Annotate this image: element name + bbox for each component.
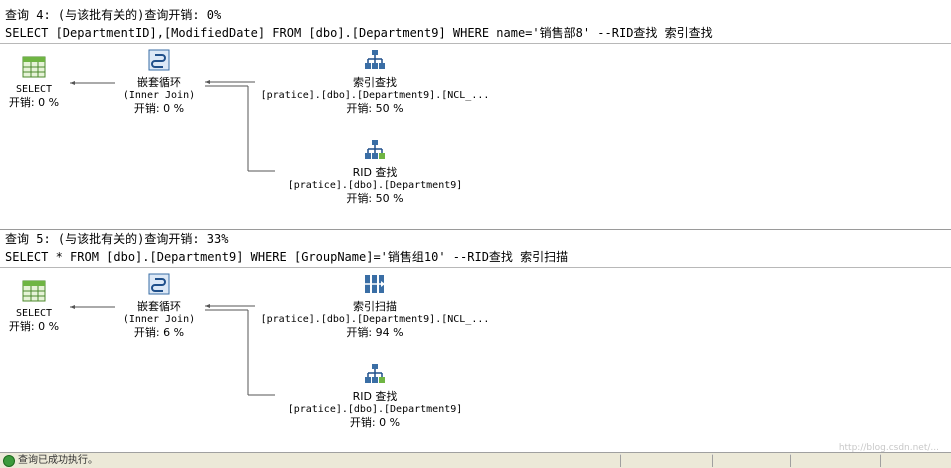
status-segment <box>790 454 791 467</box>
nested-loops-label: 嵌套循环 <box>113 300 205 313</box>
index-seek-object: [pratice].[dbo].[Department9].[NCL_... <box>255 89 495 102</box>
rid-lookup-label: RID 查找 <box>275 390 475 403</box>
nested-loops-subtitle: (Inner Join) <box>113 89 205 102</box>
query-4-sql: SELECT [DepartmentID],[ModifiedDate] FRO… <box>5 25 713 41</box>
status-segment <box>620 454 621 467</box>
query-5-plan-pane: 查询 5: (与该批有关的)查询开销: 33% SELECT * FROM [d… <box>0 229 951 452</box>
index-scan-object: [pratice].[dbo].[Department9].[NCL_... <box>255 313 495 326</box>
status-segment <box>712 454 713 467</box>
nested-loops-icon <box>147 272 171 296</box>
query-5-sql: SELECT * FROM [dbo].[Department9] WHERE … <box>5 249 568 265</box>
nested-loops-label: 嵌套循环 <box>113 76 205 89</box>
rid-lookup-label: RID 查找 <box>275 166 475 179</box>
rid-lookup-cost: 开销: 50 % <box>275 192 475 205</box>
select-table-icon <box>22 279 46 303</box>
status-segment <box>880 454 881 467</box>
index-seek-label: 索引查找 <box>255 76 495 89</box>
nested-loops-cost: 开销: 6 % <box>113 326 205 339</box>
query-5-select-node[interactable]: SELECT 开销: 0 % <box>4 279 64 333</box>
index-seek-cost: 开销: 50 % <box>255 102 495 115</box>
select-label: SELECT <box>4 83 64 96</box>
query-5-rid-lookup-node[interactable]: RID 查找 [pratice].[dbo].[Department9] 开销:… <box>275 362 475 429</box>
query-5-header: 查询 5: (与该批有关的)查询开销: 33% <box>5 231 228 247</box>
query-4-header: 查询 4: (与该批有关的)查询开销: 0% <box>5 7 221 23</box>
select-table-icon <box>22 55 46 79</box>
index-scan-cost: 开销: 94 % <box>255 326 495 339</box>
nested-loops-subtitle: (Inner Join) <box>113 313 205 326</box>
query-4-nested-loops-node[interactable]: 嵌套循环 (Inner Join) 开销: 0 % <box>113 48 205 115</box>
query-4-select-node[interactable]: SELECT 开销: 0 % <box>4 55 64 109</box>
query-5-index-scan-node[interactable]: 索引扫描 [pratice].[dbo].[Department9].[NCL_… <box>255 272 495 339</box>
query-5-nested-loops-node[interactable]: 嵌套循环 (Inner Join) 开销: 6 % <box>113 272 205 339</box>
rid-lookup-cost: 开销: 0 % <box>275 416 475 429</box>
index-scan-label: 索引扫描 <box>255 300 495 313</box>
success-icon <box>3 455 15 467</box>
select-cost: 开销: 0 % <box>4 96 64 109</box>
query-4-plan-pane: 查询 4: (与该批有关的)查询开销: 0% SELECT [Departmen… <box>0 0 951 228</box>
nested-loops-cost: 开销: 0 % <box>113 102 205 115</box>
rid-lookup-icon <box>363 362 387 386</box>
query-4-index-seek-node[interactable]: 索引查找 [pratice].[dbo].[Department9].[NCL_… <box>255 48 495 115</box>
select-label: SELECT <box>4 307 64 320</box>
rid-lookup-object: [pratice].[dbo].[Department9] <box>275 179 475 192</box>
rid-lookup-icon <box>363 138 387 162</box>
nested-loops-icon <box>147 48 171 72</box>
index-seek-icon <box>363 48 387 72</box>
status-text: 查询已成功执行。 <box>18 453 98 468</box>
index-scan-icon <box>363 272 387 296</box>
select-cost: 开销: 0 % <box>4 320 64 333</box>
status-bar: 查询已成功执行。 <box>0 452 951 468</box>
query-4-rid-lookup-node[interactable]: RID 查找 [pratice].[dbo].[Department9] 开销:… <box>275 138 475 205</box>
rid-lookup-object: [pratice].[dbo].[Department9] <box>275 403 475 416</box>
